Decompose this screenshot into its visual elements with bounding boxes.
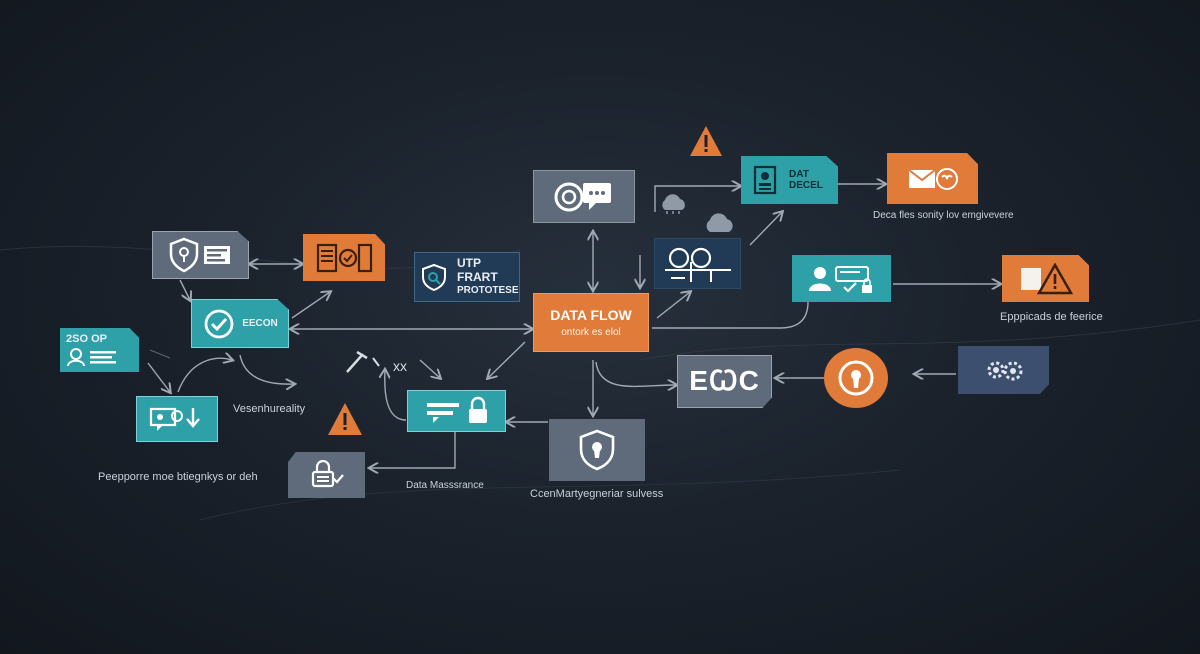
shield-search-icon	[421, 263, 447, 291]
caption-left-bottom: Peepporre moe btiegnkys or deh	[98, 471, 258, 483]
shield-lock-node[interactable]	[549, 419, 645, 481]
checklist-node[interactable]	[303, 234, 385, 281]
user-check-icon	[804, 261, 880, 297]
cloud-icon	[657, 192, 689, 214]
utp-frart-node[interactable]: UTP FRART PROTOTESE	[414, 252, 520, 302]
data-flow-title: DATA FLOW	[550, 306, 632, 323]
circuit-icon	[661, 242, 735, 286]
dat-decel-node[interactable]: DAT DECEL	[741, 156, 838, 204]
eoc-label: EꞶC	[689, 365, 760, 397]
id-card-left-label: 2SO OP	[66, 333, 107, 346]
warning-top-icon	[688, 124, 724, 158]
id-card-left-node[interactable]: 2SO OP	[60, 328, 139, 372]
location-shield-icon	[166, 236, 236, 274]
chat-download-icon	[147, 403, 207, 435]
lock-form-node[interactable]	[407, 390, 506, 432]
caption-left-middle: Vesenhureality	[233, 403, 306, 415]
document-lock-icon	[307, 460, 347, 490]
chat-icon	[549, 177, 619, 217]
caption-top-right: Deca fles sonity lov emgivevere	[873, 210, 1014, 221]
user-card-node[interactable]	[792, 255, 891, 302]
shield-keyhole-icon	[579, 429, 615, 471]
lock-form-icon	[419, 395, 495, 427]
warning-right-node[interactable]	[1002, 255, 1089, 302]
keyhole-node[interactable]	[824, 348, 888, 408]
id-card-icon	[753, 165, 777, 195]
dat-decel-text: DAT DECEL	[789, 169, 823, 192]
eoc-node[interactable]: EꞶC	[677, 355, 772, 408]
gears-node[interactable]	[958, 346, 1049, 394]
chat-download-node[interactable]	[136, 396, 218, 442]
decel-label: DECEL	[789, 180, 823, 191]
gears-icon	[979, 355, 1029, 385]
id-badge-icon	[66, 347, 126, 367]
tools-text: xx	[393, 358, 407, 374]
mail-icon	[905, 164, 961, 194]
mail-node[interactable]	[887, 153, 978, 204]
shield-location-node[interactable]	[152, 231, 249, 279]
utp-frart-text: UTP FRART PROTOTESE	[457, 257, 519, 296]
utp-frart-subtitle: PROTOTESE	[457, 285, 519, 297]
tools-icon	[343, 348, 383, 376]
caption-data-measurance: Data Masssrance	[406, 480, 484, 491]
circuit-node[interactable]	[654, 238, 741, 289]
caption-bottom-center: CcenMartyegneriar sulvess	[530, 488, 664, 500]
warning-left-icon	[326, 401, 364, 437]
eecon-node[interactable]: EECON	[191, 299, 289, 348]
eecon-label: EECON	[242, 317, 278, 329]
data-flow-subtitle: ontork es elol	[561, 326, 621, 338]
cloud-icon-2	[702, 212, 736, 236]
data-flow-center-node[interactable]: DATA FLOW ontork es elol	[533, 293, 649, 352]
chat-node[interactable]	[533, 170, 635, 223]
utp-frart-title: UTP FRART	[457, 256, 498, 285]
check-circle-icon	[202, 307, 236, 341]
checklist-icon	[314, 241, 374, 275]
document-lock-node[interactable]	[288, 452, 365, 498]
dat-label: DAT	[789, 168, 809, 180]
keyhole-icon	[836, 358, 876, 398]
warning-icon	[1017, 261, 1075, 296]
caption-right: Epppicads de feerice	[1000, 311, 1103, 323]
